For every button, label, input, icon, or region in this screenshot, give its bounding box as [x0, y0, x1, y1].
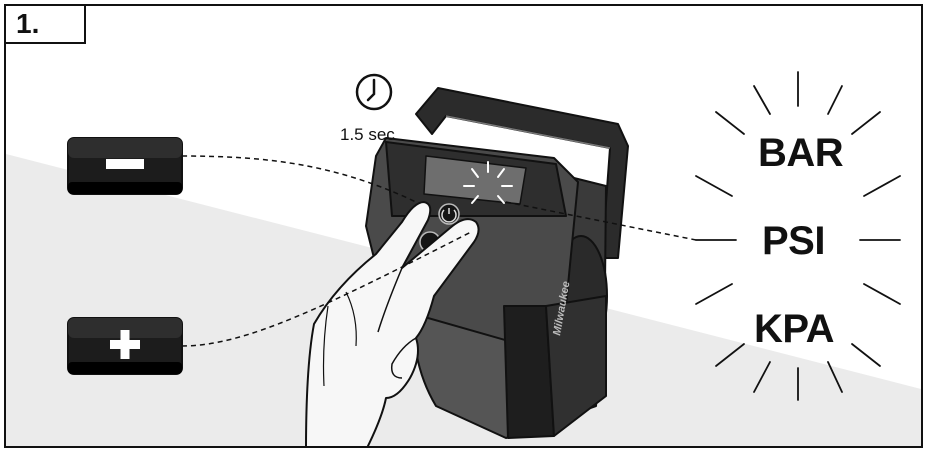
step-number: 1.: [16, 8, 40, 39]
display-screen: [423, 155, 527, 205]
clock-icon: [355, 73, 393, 111]
step-number-box: 1.: [6, 6, 86, 44]
minus-leader-line: [181, 155, 417, 203]
unit-label-kpa: KPA: [754, 307, 834, 351]
minus-icon: [106, 159, 144, 169]
plus-icon: [110, 330, 140, 359]
plus-button-graphic: [67, 317, 183, 375]
plus-leader-line: [181, 231, 472, 347]
hand-shape: [305, 201, 480, 446]
hand-illustration: [305, 201, 480, 446]
unit-rays: [695, 71, 901, 401]
unit-label-bar: BAR: [758, 131, 844, 175]
unit-label-psi: PSI: [762, 219, 825, 263]
device-handle: [415, 87, 629, 259]
illustration: Milwaukee 1.5 sec: [6, 71, 921, 446]
minus-button-graphic: [67, 137, 183, 195]
leader-lines: [181, 155, 697, 347]
timer-label: 1.5 sec: [340, 125, 395, 144]
figure-frame: 1. Mi: [4, 4, 923, 448]
display-flash-burst: [463, 161, 513, 204]
